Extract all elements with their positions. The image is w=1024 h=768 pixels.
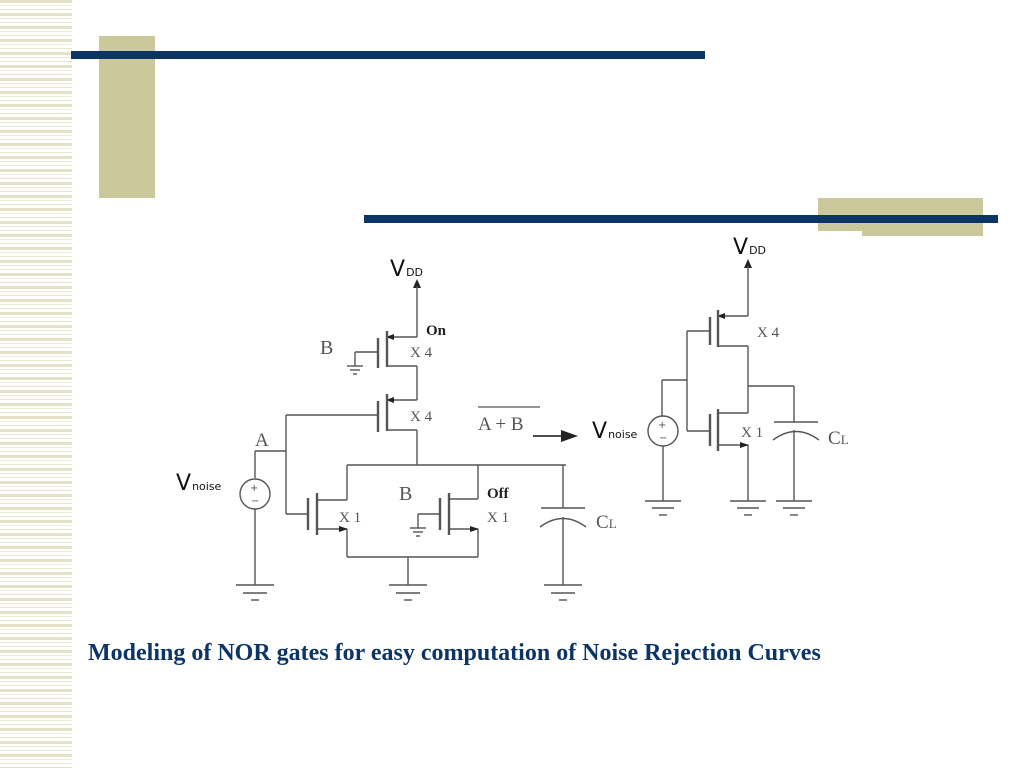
left-nmos-b xyxy=(410,465,479,557)
ground-icon xyxy=(645,500,681,516)
right-pmos-size: X 4 xyxy=(757,325,780,341)
left-nmos-a xyxy=(286,465,348,557)
left-nmos-b-size: X 1 xyxy=(487,510,509,526)
arrow-right-icon xyxy=(561,430,578,442)
right-vnoise-label: Vnoise xyxy=(592,419,638,444)
left-load-capacitor xyxy=(539,465,587,601)
right-load-label: CL xyxy=(828,428,849,449)
right-nmos xyxy=(687,409,749,501)
right-pmos xyxy=(687,310,748,347)
output-expression-label: A + B xyxy=(478,414,524,435)
decor-navy-rule-top xyxy=(71,51,705,59)
left-pmos-top-state: On xyxy=(426,323,447,339)
decor-tan-bar-vertical xyxy=(99,36,155,198)
left-nmos-b-gate-label: B xyxy=(399,483,412,505)
ground-icon xyxy=(389,584,427,601)
decor-navy-rule-mid xyxy=(364,215,998,223)
left-load-label: CL xyxy=(596,512,617,533)
right-vnoise-source: + − xyxy=(647,415,679,447)
left-pmos-top-gate-label: B xyxy=(320,337,333,359)
left-pmos-bottom-size: X 4 xyxy=(410,409,433,425)
left-pmos-top xyxy=(347,331,417,375)
slide-caption: Modeling of NOR gates for easy computati… xyxy=(88,640,821,666)
svg-text:−: − xyxy=(659,433,667,444)
svg-text:+: + xyxy=(658,420,666,431)
left-nor-circuit: VDD B On X 4 X 4 xyxy=(176,257,617,601)
equivalence-arrow: A + B xyxy=(478,406,578,442)
left-vdd-arrow-icon xyxy=(413,279,421,288)
left-nmos-b-state: Off xyxy=(487,486,510,502)
left-node-a-label: A xyxy=(255,430,269,451)
left-vnoise-label: Vnoise xyxy=(176,471,222,496)
right-vdd-arrow-icon xyxy=(744,259,752,268)
left-pmos-top-size: X 4 xyxy=(410,345,433,361)
right-load-capacitor xyxy=(772,386,820,516)
left-pmos-bottom xyxy=(286,394,417,432)
striped-margin xyxy=(0,0,72,768)
right-vdd-label: VDD xyxy=(733,235,766,260)
decor-tan-bar-right-lower xyxy=(862,225,983,236)
left-nmos-a-size: X 1 xyxy=(339,510,361,526)
left-vnoise-source: + − xyxy=(239,478,271,510)
svg-text:−: − xyxy=(251,496,259,507)
left-vdd-label: VDD xyxy=(390,257,423,282)
right-nmos-size: X 1 xyxy=(741,425,763,441)
right-equivalent-circuit: VDD X 4 X 1 + − xyxy=(592,235,849,516)
ground-icon xyxy=(236,584,274,601)
svg-text:+: + xyxy=(250,483,258,494)
ground-icon xyxy=(730,500,766,516)
